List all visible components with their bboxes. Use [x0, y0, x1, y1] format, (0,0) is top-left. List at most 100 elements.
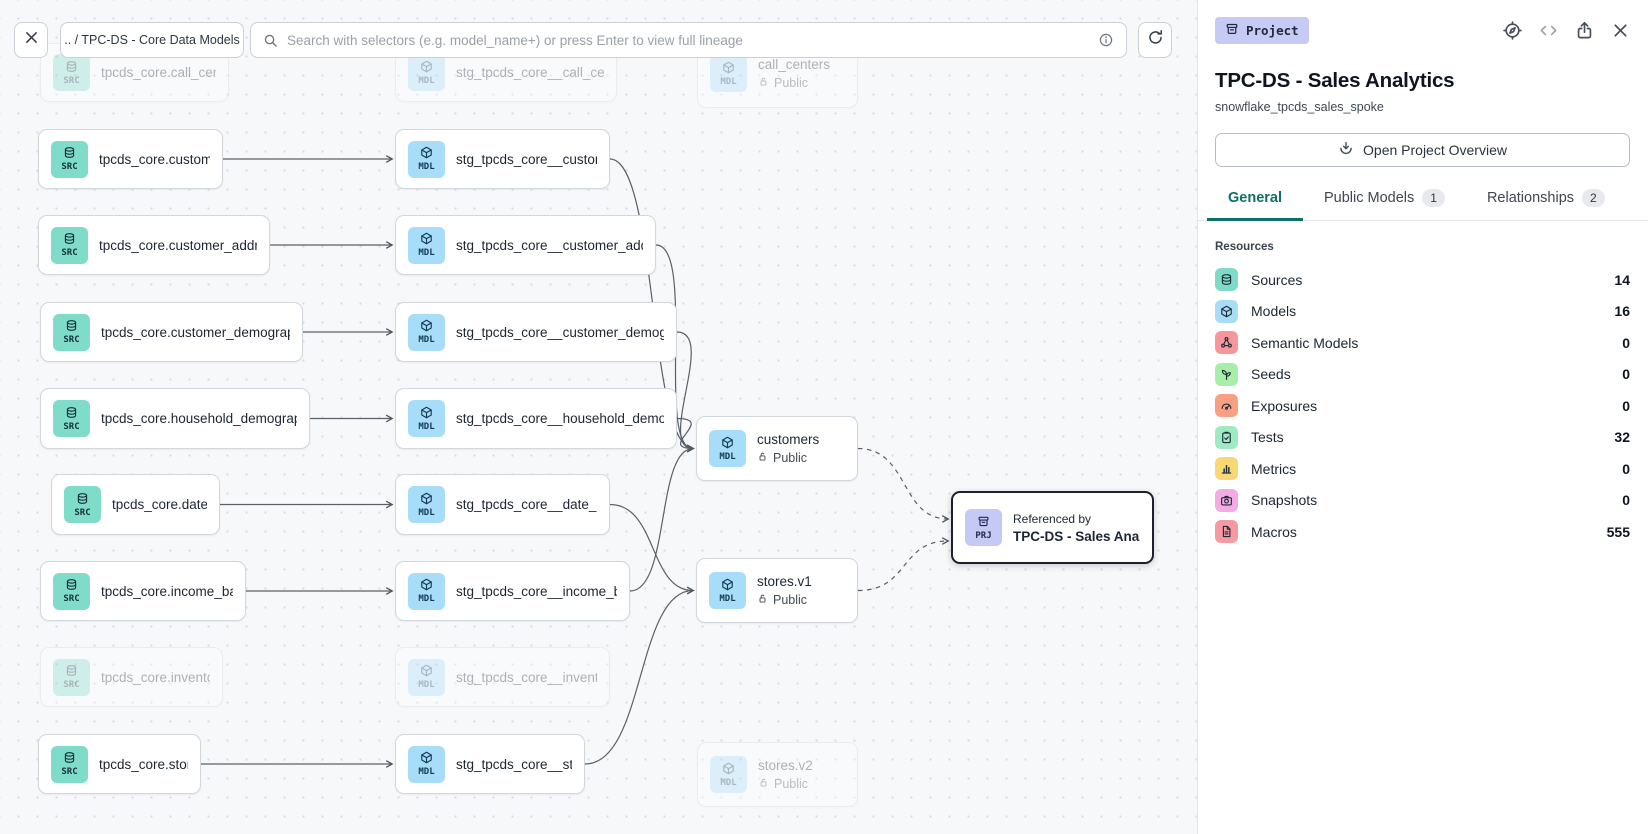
node-label: stg_tpcds_core__income_band: [456, 583, 617, 599]
refresh-icon: [1147, 29, 1164, 51]
src-badge: SRC: [51, 745, 88, 783]
node-label: stg_tpcds_core__date_dim: [456, 497, 597, 512]
resource-row-tests[interactable]: Tests 32: [1198, 422, 1648, 454]
mdl-badge: MDL: [408, 400, 445, 437]
database-icon: [65, 60, 78, 76]
src-badge: SRC: [51, 140, 88, 178]
tab-label: General: [1228, 190, 1282, 206]
search-icon: [263, 33, 278, 48]
resource-count: 16: [1614, 303, 1630, 320]
lineage-node-src_customer[interactable]: SRC tpcds_core.customer: [38, 129, 223, 189]
tab-general[interactable]: General: [1207, 189, 1303, 221]
database-icon: [1215, 268, 1238, 292]
resource-label: Semantic Models: [1251, 334, 1359, 351]
lineage-node-stg_customer_demographics[interactable]: MDLstg_tpcds_core__customer_demogra…: [395, 302, 677, 362]
code-icon[interactable]: [1539, 21, 1558, 40]
node-text: stg_tpcds_core__inventory: [456, 670, 597, 685]
edge-stg_customer_demographics-to-customers: [676, 331, 695, 453]
node-text: tpcds_core.call_center: [101, 65, 216, 80]
cube-icon: [420, 146, 433, 162]
prj-badge: PRJ: [965, 509, 1002, 546]
database-icon: [65, 406, 78, 422]
resource-count: 0: [1622, 366, 1630, 383]
cube-icon: [721, 436, 734, 452]
node-label: tpcds_core.customer_demographics: [101, 324, 290, 340]
public-access-label: Public: [757, 451, 819, 465]
node-text: tpcds_core.date_dim: [112, 497, 207, 512]
cube-icon: [1215, 299, 1238, 323]
search-input[interactable]: [287, 32, 1089, 48]
project-subtitle: snowflake_tpcds_sales_spoke: [1215, 100, 1384, 114]
node-label: stores.v1: [757, 574, 812, 589]
node-text: tpcds_core.customer_address: [99, 238, 257, 253]
node-label: stores.v2: [758, 758, 813, 773]
src-badge: SRC: [51, 226, 88, 264]
mdl-badge: MDL: [408, 745, 445, 783]
node-label: call_centers: [758, 57, 831, 72]
breadcrumb[interactable]: .. / TPC-DS - Core Data Models: [60, 22, 244, 58]
node-label: tpcds_core.store: [99, 756, 188, 772]
resource-count: 32: [1614, 429, 1630, 446]
lineage-node-stg_date_dim[interactable]: MDL stg_tpcds_core__date_dim: [395, 474, 610, 535]
node-text: tpcds_core.store: [99, 757, 188, 772]
public-access-label: Public: [757, 593, 812, 607]
open-project-overview-button[interactable]: Open Project Overview: [1215, 133, 1630, 167]
lineage-canvas[interactable]: SRCtpcds_core.call_centerMDLstg_tpcds_co…: [0, 0, 1197, 834]
info-icon[interactable]: [1098, 32, 1114, 48]
resource-count: 0: [1622, 397, 1630, 414]
lineage-node-src_store[interactable]: SRC tpcds_core.store: [38, 734, 201, 794]
node-label: stg_tpcds_core__household_demogr…: [456, 411, 664, 426]
test-icon: [1215, 425, 1238, 449]
resource-count: 555: [1606, 523, 1630, 540]
lineage-node-stg_household_demographics[interactable]: MDL stg_tpcds_core__household_demogr…: [395, 388, 677, 449]
close-lineage-button[interactable]: [14, 22, 48, 58]
refresh-lineage-button[interactable]: [1138, 22, 1172, 58]
node-label: tpcds_core.household_demographics: [101, 411, 297, 426]
mdl-badge: MDL: [408, 486, 445, 523]
project-type-badge: Project: [1215, 17, 1309, 44]
node-label: customers: [757, 432, 820, 447]
explore-icon[interactable]: [1503, 21, 1522, 40]
close-panel-icon[interactable]: [1611, 21, 1630, 40]
cube-icon: [722, 762, 735, 778]
src-badge: SRC: [53, 54, 90, 91]
node-label: tpcds_core.customer: [99, 151, 210, 167]
resource-label: Tests: [1251, 429, 1284, 446]
node-label: stg_tpcds_core__customer: [456, 151, 597, 167]
cube-icon: [721, 578, 734, 594]
node-text: stg_tpcds_core__income_band: [456, 584, 617, 599]
lineage-node-src_customer_address[interactable]: SRC tpcds_core.customer_address: [38, 215, 270, 275]
share-icon[interactable]: [1575, 21, 1594, 40]
overview-icon: [1338, 141, 1354, 160]
resource-label: Metrics: [1251, 460, 1297, 477]
database-icon: [76, 492, 89, 508]
exposure-icon: [1215, 394, 1238, 418]
database-icon: [63, 232, 76, 248]
